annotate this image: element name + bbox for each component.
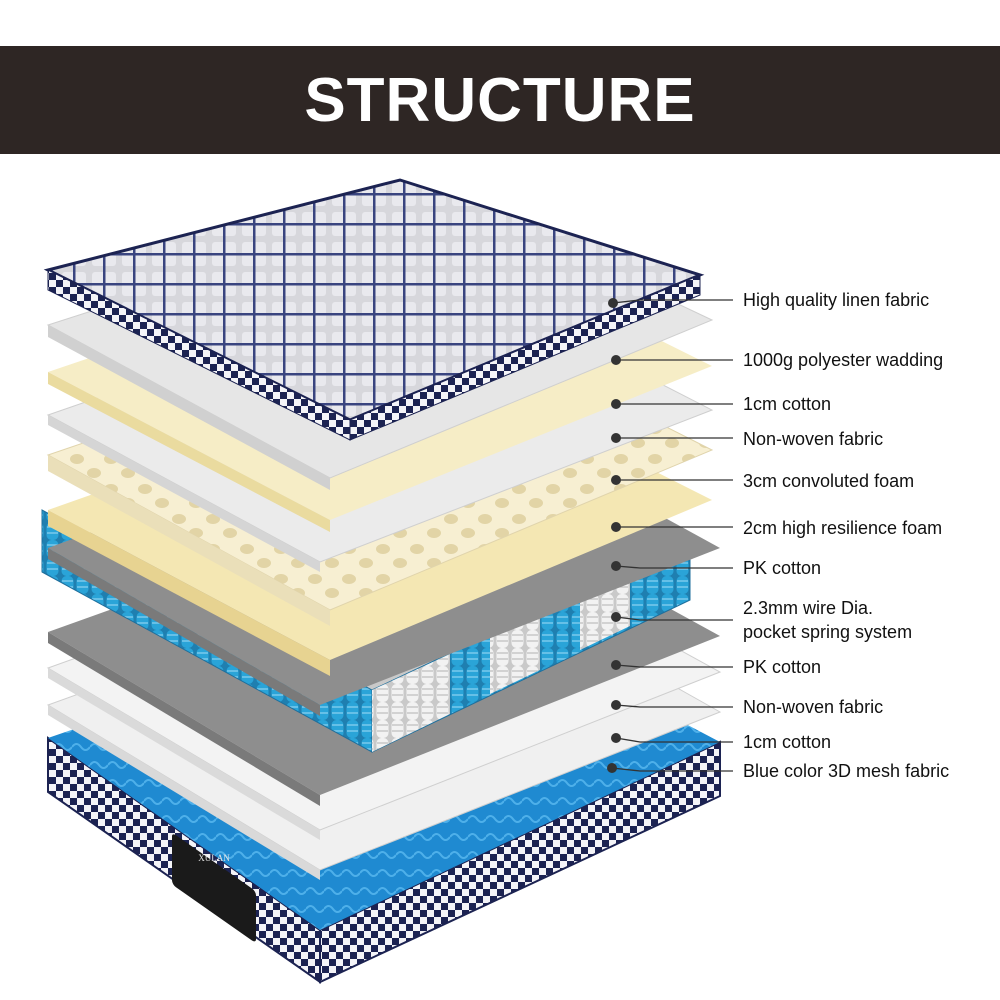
header-banner: STRUCTURE bbox=[0, 46, 1000, 154]
layer-label-pk-cotton-lower: PK cotton bbox=[743, 657, 822, 677]
callout-dot-11 bbox=[607, 763, 617, 773]
layer-label-high-resilience-foam: 2cm high resilience foam bbox=[743, 518, 943, 538]
layer-label-convoluted-foam: 3cm convoluted foam bbox=[743, 471, 915, 491]
layer-label-3d-mesh-fabric: Blue color 3D mesh fabric bbox=[743, 761, 950, 781]
callout-dot-1 bbox=[611, 355, 621, 365]
callout-line-0 bbox=[612, 299, 733, 304]
callout-dot-6 bbox=[611, 561, 621, 571]
callout-dot-0 bbox=[608, 298, 618, 308]
callout-dot-4 bbox=[611, 475, 621, 485]
top-linen-cover bbox=[43, 178, 705, 441]
layer-label-pocket-spring: 2.3mm wire Dia. pocket spring system bbox=[743, 598, 913, 642]
layer-label-1cm-cotton-lower: 1cm cotton bbox=[743, 732, 832, 752]
brand-label bbox=[172, 834, 256, 942]
callout-dot-3 bbox=[611, 433, 621, 443]
layer-label-non-woven-lower: Non-woven fabric bbox=[743, 697, 884, 717]
callout-line-10 bbox=[615, 737, 733, 743]
page-title: STRUCTURE bbox=[304, 65, 696, 135]
callout-line-6 bbox=[615, 565, 733, 569]
callout-line-8 bbox=[615, 664, 733, 668]
callout-dot-8 bbox=[611, 660, 621, 670]
brand-logo-text: XULAN bbox=[198, 853, 230, 863]
callout-dot-5 bbox=[611, 522, 621, 532]
layer-label-linen-fabric: High quality linen fabric bbox=[743, 290, 930, 310]
callout-line-11 bbox=[611, 767, 733, 772]
layer-label-polyester-wadding: 1000g polyester wadding bbox=[743, 350, 944, 370]
layer-label-pk-cotton-upper: PK cotton bbox=[743, 558, 822, 578]
callout-dot-2 bbox=[611, 399, 621, 409]
layer-label-1cm-cotton-upper: 1cm cotton bbox=[743, 394, 832, 414]
callout-dot-9 bbox=[611, 700, 621, 710]
callout-line-7 bbox=[615, 616, 733, 621]
callout-dot-7 bbox=[611, 612, 621, 622]
callout-lines bbox=[607, 298, 733, 773]
callout-line-9 bbox=[615, 704, 733, 708]
layer-label-non-woven-upper: Non-woven fabric bbox=[743, 429, 884, 449]
callout-dot-10 bbox=[611, 733, 621, 743]
